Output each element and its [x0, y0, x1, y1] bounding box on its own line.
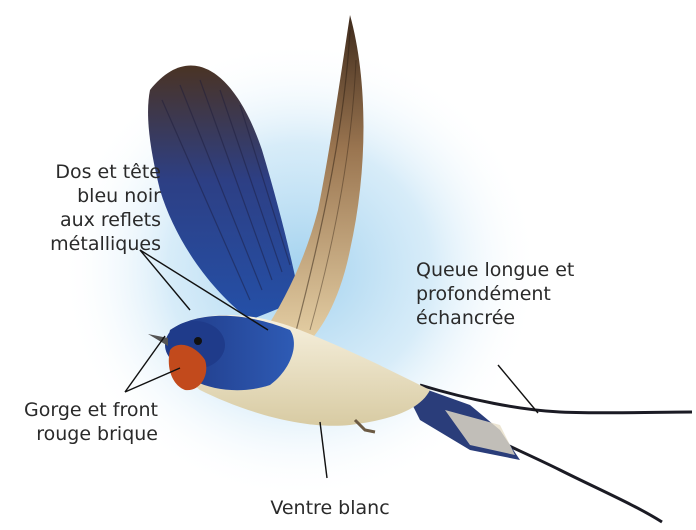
label-back-line-2: bleu noir: [0, 184, 161, 208]
label-belly: Ventre blanc: [240, 496, 420, 520]
label-belly-line-1: Ventre blanc: [240, 496, 420, 520]
label-tail-line-3: échancrée: [416, 306, 616, 330]
eye: [194, 337, 202, 345]
label-throat-line-2: rouge brique: [0, 422, 158, 446]
label-throat: Gorge et front rouge brique: [0, 398, 158, 446]
label-tail-line-2: profondément: [416, 282, 616, 306]
label-back-line-4: métalliques: [0, 232, 161, 256]
label-tail: Queue longue et profondément échancrée: [416, 258, 616, 330]
label-back-line-3: aux reflets: [0, 208, 161, 232]
label-tail-line-1: Queue longue et: [416, 258, 616, 282]
label-back-and-head: Dos et tête bleu noir aux reflets métall…: [0, 160, 161, 256]
label-back-line-1: Dos et tête: [0, 160, 161, 184]
label-throat-line-1: Gorge et front: [0, 398, 158, 422]
